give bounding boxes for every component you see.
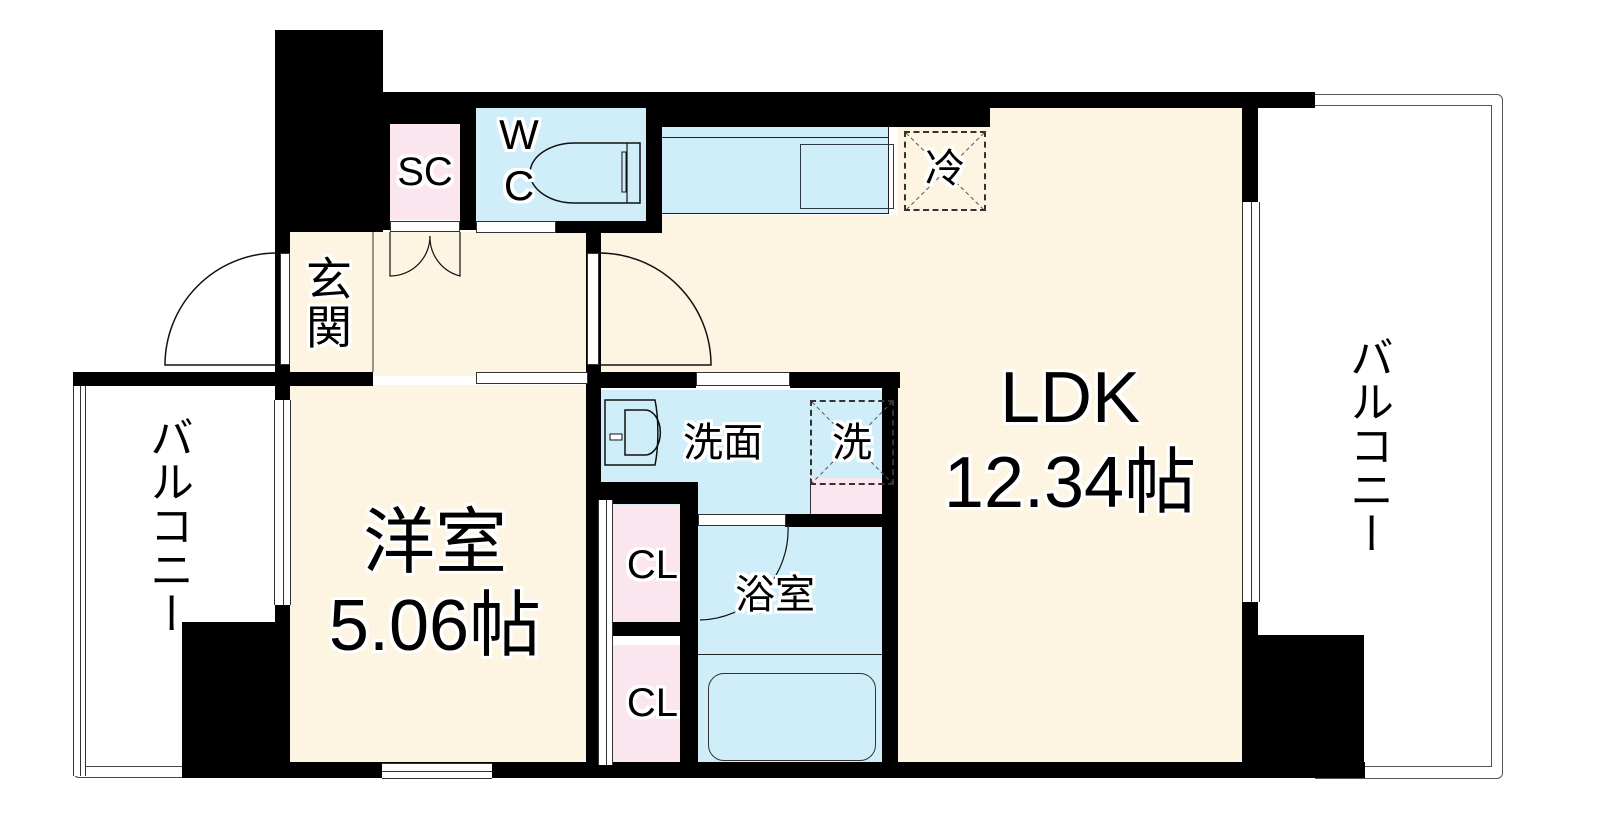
wall-washroom-top bbox=[790, 372, 900, 388]
balcony-right-inner bbox=[1315, 105, 1492, 767]
washer-space bbox=[810, 400, 894, 485]
label-entrance: 玄関 bbox=[300, 255, 352, 351]
window-balcony-left-rail bbox=[73, 386, 86, 776]
label-ldk-name: LDK bbox=[999, 358, 1141, 438]
label-closet-1: CL bbox=[626, 543, 679, 587]
window-ldk-balcony bbox=[1242, 202, 1260, 602]
ldk-door-frame bbox=[587, 253, 599, 365]
kitchen-counter-backline bbox=[660, 137, 889, 138]
label-western-name: 洋室 bbox=[362, 503, 507, 583]
window-western-balcony bbox=[274, 400, 291, 605]
bathroom-divider bbox=[698, 654, 882, 655]
wall-ldk-right-top bbox=[1242, 92, 1258, 202]
closet-2-floor bbox=[613, 645, 692, 765]
label-western-area: 5.06帖 bbox=[328, 586, 542, 666]
western-door-opening bbox=[476, 372, 588, 384]
wall-wc-bottom bbox=[555, 221, 662, 233]
closet-1-floor bbox=[613, 505, 692, 630]
wall-mid-horizontal-2 bbox=[586, 372, 696, 388]
wall-top-kitchen bbox=[660, 92, 990, 127]
wall-wet-ldk bbox=[882, 372, 898, 765]
window-western-bottom bbox=[382, 763, 492, 779]
label-fridge: 冷 bbox=[925, 147, 965, 191]
fridge-space bbox=[904, 131, 986, 211]
bathroom-floor bbox=[698, 525, 882, 765]
ldk-floor bbox=[898, 105, 1244, 765]
wall-sc-top bbox=[380, 105, 476, 124]
wall-mid-horizontal bbox=[73, 372, 373, 386]
label-ldk-area: 12.34帖 bbox=[943, 443, 1197, 523]
shoe-closet-floor bbox=[390, 124, 460, 220]
label-balcony-left: バルコニー bbox=[143, 415, 192, 635]
wall-sc-wc bbox=[460, 105, 476, 230]
wall-pillar-bottom-left bbox=[182, 622, 290, 777]
ldk-floor-upper bbox=[596, 215, 906, 375]
wall-pillar-bottom-right bbox=[1242, 635, 1364, 778]
bathroom-door-opening bbox=[698, 514, 786, 526]
label-washroom: 洗面 bbox=[683, 421, 763, 465]
entrance-floor bbox=[290, 232, 588, 376]
wall-bath-top bbox=[785, 514, 885, 527]
label-closet-2: CL bbox=[626, 681, 679, 725]
wall-washroom-bottom bbox=[598, 482, 696, 504]
label-toilet-w: W bbox=[499, 111, 539, 158]
opening-sc bbox=[390, 221, 460, 232]
label-shoe-closet: SC bbox=[397, 150, 453, 194]
wall-wc-right bbox=[646, 105, 662, 233]
washroom-door-opening bbox=[696, 372, 790, 386]
entrance-door-frame bbox=[280, 253, 290, 365]
wall-sc-left bbox=[380, 105, 390, 230]
wall-western-left bbox=[275, 372, 290, 402]
wall-closet-divider bbox=[598, 622, 688, 636]
kitchen-counter bbox=[660, 125, 889, 214]
balcony-right-outline bbox=[1315, 94, 1503, 779]
label-washer: 洗 bbox=[832, 421, 872, 465]
sink-icon bbox=[800, 144, 894, 209]
western-room-floor bbox=[290, 385, 588, 763]
label-bathroom: 浴室 bbox=[735, 573, 815, 617]
window-closet-sliding bbox=[598, 500, 613, 765]
wall-closet-right bbox=[680, 482, 698, 765]
label-toilet-c: C bbox=[503, 162, 535, 209]
label-balcony-right: バルコニー bbox=[1343, 335, 1392, 555]
wall-pillar-top-left bbox=[275, 30, 383, 232]
opening-wc bbox=[476, 221, 556, 233]
bathtub-icon bbox=[708, 673, 876, 761]
